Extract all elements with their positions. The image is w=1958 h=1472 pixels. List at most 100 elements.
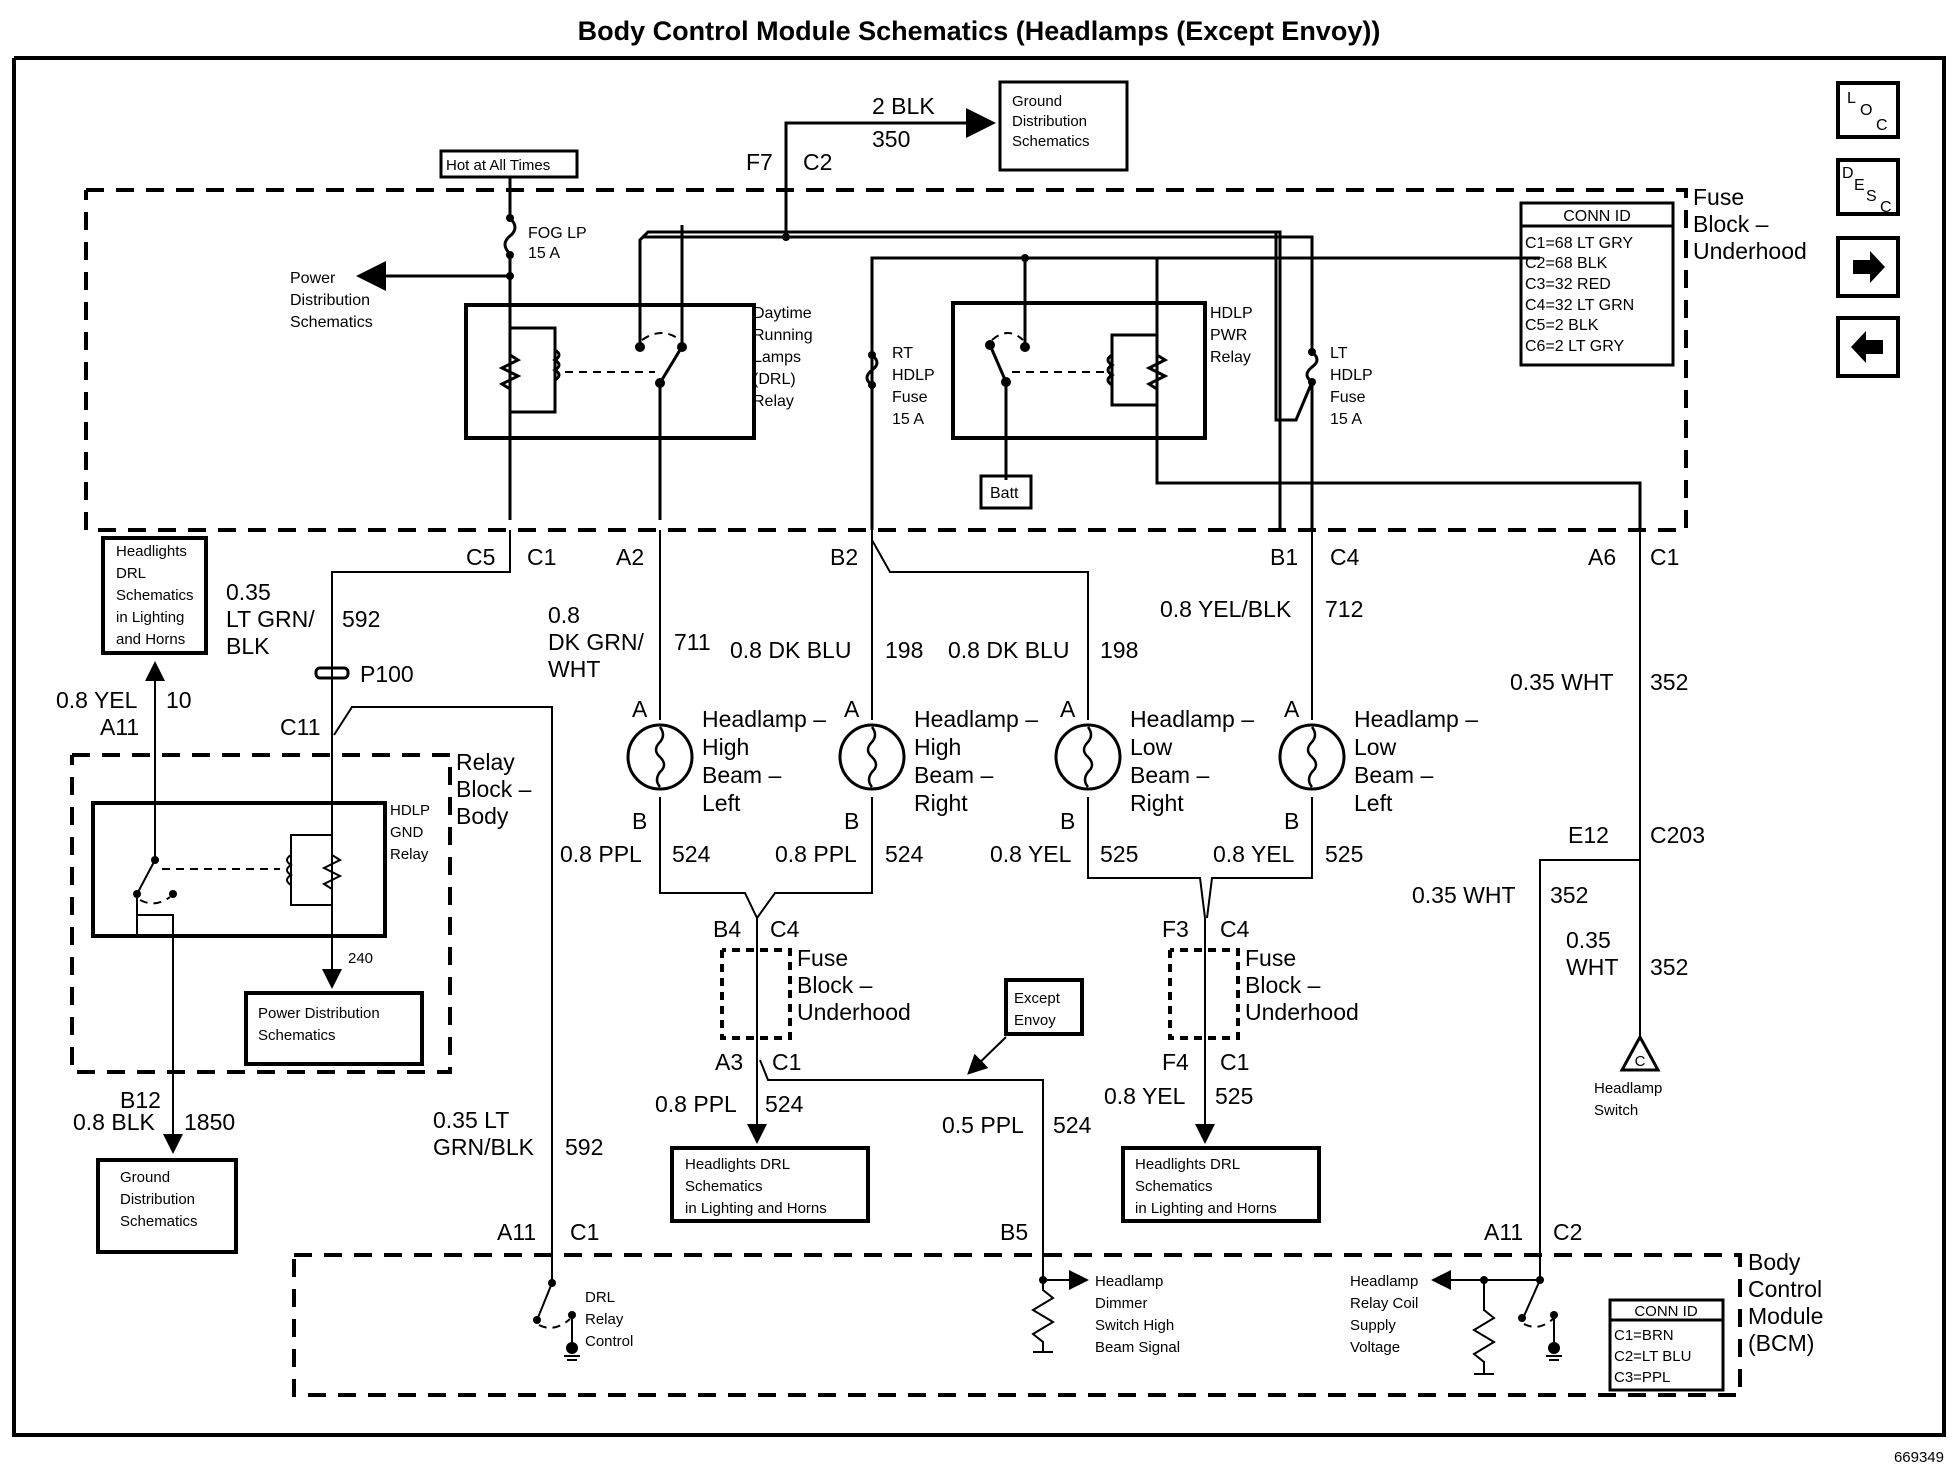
headlights-drl-box[interactable] xyxy=(101,536,208,655)
headlamp-label: High xyxy=(702,734,749,760)
wire-525-right xyxy=(1087,797,1206,919)
except-envoy-box xyxy=(1004,978,1084,1036)
wire-592-lower-color: GRN/BLK xyxy=(433,1134,535,1160)
lt-fuse-label: HDLP xyxy=(1330,367,1373,384)
power-dist-label[interactable]: Schematics xyxy=(290,314,373,331)
except-envoy-pointer xyxy=(967,1036,1007,1075)
loc-button[interactable]: L O C xyxy=(1836,81,1900,139)
bcm-conn-id-table: CONN ID C1=BRN C2=LT BLU C3=PPL xyxy=(1608,1298,1725,1392)
bcm-label: (BCM) xyxy=(1748,1330,1814,1356)
headlights-drl-box-2[interactable] xyxy=(670,1146,870,1223)
prev-page-button[interactable] xyxy=(1836,316,1900,378)
pin-a: A xyxy=(1060,696,1076,722)
drl-box-line: and Horns xyxy=(116,631,185,648)
except-envoy-label: Envoy xyxy=(1014,1012,1056,1029)
dimmer-label: Dimmer xyxy=(1095,1295,1148,1312)
desc-letter: S xyxy=(1866,188,1877,205)
filament-icon xyxy=(866,726,878,788)
power-distribution-box[interactable] xyxy=(244,991,424,1066)
connector-c1: C1 xyxy=(772,1049,801,1075)
wire-592-circuit: 592 xyxy=(342,606,380,632)
rt-fuse-label: 15 A xyxy=(892,411,924,428)
power-dist-label[interactable]: Power xyxy=(290,270,336,287)
dimmer-signal-circuit xyxy=(1031,1245,1089,1353)
wire-198b-circuit: 198 xyxy=(1100,637,1138,663)
resistor-icon xyxy=(321,854,343,890)
conn-id-row: C1=68 LT GRY xyxy=(1525,235,1633,252)
connector-b4: B4 xyxy=(713,916,741,942)
power-dist-label[interactable]: Distribution xyxy=(290,292,370,309)
headlamp-label: Right xyxy=(914,790,968,816)
wire-712-circuit: 712 xyxy=(1325,596,1363,622)
wire-525b-gauge: 0.8 YEL xyxy=(1213,841,1295,867)
pin-b: B xyxy=(844,808,859,834)
fog-fuse-label: FOG LP xyxy=(528,225,587,242)
desc-button[interactable]: D E S C xyxy=(1836,158,1900,216)
wire-198b-gauge: 0.8 DK BLU xyxy=(948,637,1069,663)
desc-letter: D xyxy=(1842,165,1854,182)
lt-hdlp-fuse-icon xyxy=(1305,350,1319,384)
bulb-icon xyxy=(626,723,694,791)
bcm-boundary xyxy=(292,1253,1742,1397)
splice-p100: P100 xyxy=(360,661,414,687)
ground-icon xyxy=(566,1342,578,1354)
splice-p100-icon xyxy=(314,666,350,680)
gnd-relay-label: Relay xyxy=(390,846,429,863)
wire-to-a6 xyxy=(1155,470,1642,530)
fuse-block-label: Block – xyxy=(1693,211,1769,237)
drl-box2-line: Schematics xyxy=(685,1178,763,1195)
wire-198-circuit: 198 xyxy=(885,637,923,663)
ground-distribution-box-lower[interactable] xyxy=(96,1158,238,1254)
diagram-title: Body Control Module Schematics (Headlamp… xyxy=(578,16,1381,46)
headlights-drl-box-3[interactable] xyxy=(1121,1146,1321,1223)
bulb-icon xyxy=(1278,723,1346,791)
fb-label: Underhood xyxy=(1245,999,1359,1025)
lt-fuse-label: 15 A xyxy=(1330,411,1362,428)
headlamp-label: Beam – xyxy=(1354,762,1433,788)
drl-box-line: Headlights xyxy=(116,543,187,560)
connector-c5: C5 xyxy=(466,544,495,570)
switch-letter: C xyxy=(1635,1053,1646,1070)
hot-at-all-times-label: Hot at All Times xyxy=(446,157,550,174)
wire-525-left xyxy=(1206,797,1313,919)
connector-a11: A11 xyxy=(100,714,139,740)
filament-icon xyxy=(1082,726,1094,788)
wire-352c-gauge: 0.35 xyxy=(1566,927,1611,953)
headlamp-label: Headlamp – xyxy=(914,706,1038,732)
wire-592-gauge: 0.35 xyxy=(226,579,271,605)
headlamp-switch-label[interactable]: Switch xyxy=(1594,1102,1638,1119)
relay-block-label: Relay xyxy=(456,749,515,775)
connector-c203: C203 xyxy=(1650,822,1705,848)
drl-control-label: Relay xyxy=(585,1311,624,1328)
fuse-block-conn-id-table: CONN ID C1=68 LT GRY C2=68 BLK C3=32 RED… xyxy=(1519,201,1675,367)
wire-592-lower-gauge: 0.35 LT xyxy=(433,1107,509,1133)
wire-524-05-circuit: 524 xyxy=(1053,1112,1092,1138)
bus-lower xyxy=(642,235,1314,260)
wire-525-out-gauge: 0.8 YEL xyxy=(1104,1083,1186,1109)
drl-relay xyxy=(464,225,756,520)
relay-block-body-boundary xyxy=(70,753,452,1074)
relay-block-label: Body xyxy=(456,803,509,829)
headlamp-switch-icon[interactable] xyxy=(1619,1033,1661,1072)
drl-relay-label: Daytime xyxy=(753,305,812,322)
connector-c2-bcm: C2 xyxy=(1553,1219,1582,1245)
bcm-label: Module xyxy=(1748,1303,1823,1329)
fuse-block-underhood-boundary xyxy=(84,188,1688,532)
wire-350-gauge: 2 BLK xyxy=(872,93,935,119)
coil-icon xyxy=(286,854,293,886)
headlamp-switch-label[interactable]: Headlamp xyxy=(1594,1080,1662,1097)
filament-icon xyxy=(654,726,666,788)
pin-a: A xyxy=(844,696,860,722)
fuse-block-label: Fuse xyxy=(1693,184,1744,210)
pd-box-line: Power Distribution xyxy=(258,1005,380,1022)
ground-icon xyxy=(1548,1342,1560,1354)
ground-distribution-box[interactable] xyxy=(998,80,1129,172)
wire-1850-circuit: 1850 xyxy=(184,1109,235,1135)
wire-350-circuit: 350 xyxy=(872,126,910,152)
pwr-relay-label: Relay xyxy=(1210,349,1251,366)
next-page-button[interactable] xyxy=(1836,236,1900,298)
conn-id-row: C1=BRN xyxy=(1614,1327,1674,1344)
bulb-icon xyxy=(838,723,906,791)
